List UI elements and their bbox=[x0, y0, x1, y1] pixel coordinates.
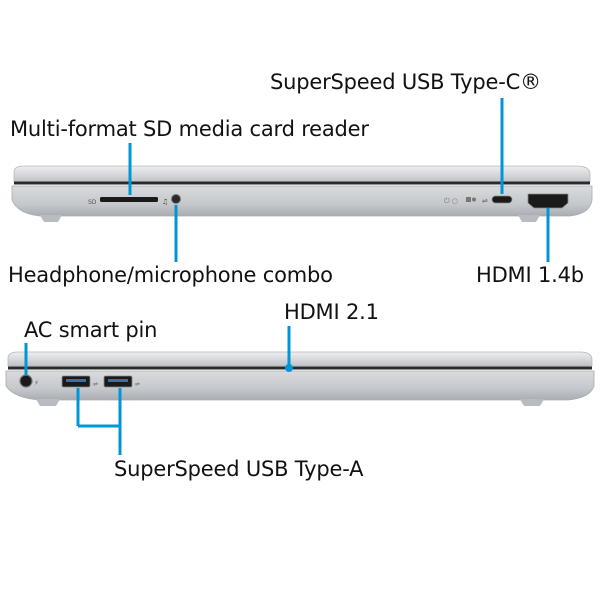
laptop-right-side: SD ♫ ⏻ ○ ⇌ bbox=[11, 165, 593, 222]
callout-lines bbox=[24, 98, 550, 455]
sd-card-slot bbox=[100, 197, 158, 202]
rubber-foot bbox=[518, 215, 540, 222]
laptop-left-side: ⚡ ⇌ ⇌ bbox=[5, 351, 595, 406]
rubber-foot bbox=[40, 215, 62, 222]
hdmi-port bbox=[527, 193, 569, 209]
rubber-foot bbox=[520, 399, 544, 406]
power-plug-icon: ⚡ bbox=[34, 379, 39, 387]
headphone-jack bbox=[171, 194, 181, 204]
label-ac-smart-pin: AC smart pin bbox=[24, 318, 158, 342]
usb-logo-icon: ⇌ bbox=[135, 381, 140, 388]
label-headphone-combo: Headphone/microphone combo bbox=[8, 263, 333, 287]
usb-a-tongue bbox=[66, 379, 86, 382]
usb-c-port bbox=[491, 195, 513, 204]
led-indicator bbox=[472, 197, 476, 202]
label-usb-c: SuperSpeed USB Type-C® bbox=[270, 70, 541, 94]
usb-logo-icon: ⇌ bbox=[482, 197, 488, 205]
callout-dot bbox=[285, 364, 293, 372]
power-status-icon: ⏻ ○ bbox=[444, 197, 458, 205]
label-hdmi-14b: HDMI 1.4b bbox=[476, 263, 584, 287]
usb-a-tongue bbox=[108, 379, 128, 382]
headset-icon: ♫ bbox=[162, 198, 168, 206]
storage-status-icon bbox=[466, 197, 471, 202]
label-usb-a: SuperSpeed USB Type-A bbox=[114, 457, 364, 481]
usb-logo-icon: ⇌ bbox=[93, 381, 98, 388]
label-hdmi-21: HDMI 2.1 bbox=[284, 300, 379, 324]
label-sd-reader: Multi-format SD media card reader bbox=[10, 117, 369, 141]
sd-marking: SD bbox=[88, 199, 97, 206]
ac-power-port bbox=[19, 374, 33, 388]
rubber-foot bbox=[36, 399, 60, 406]
